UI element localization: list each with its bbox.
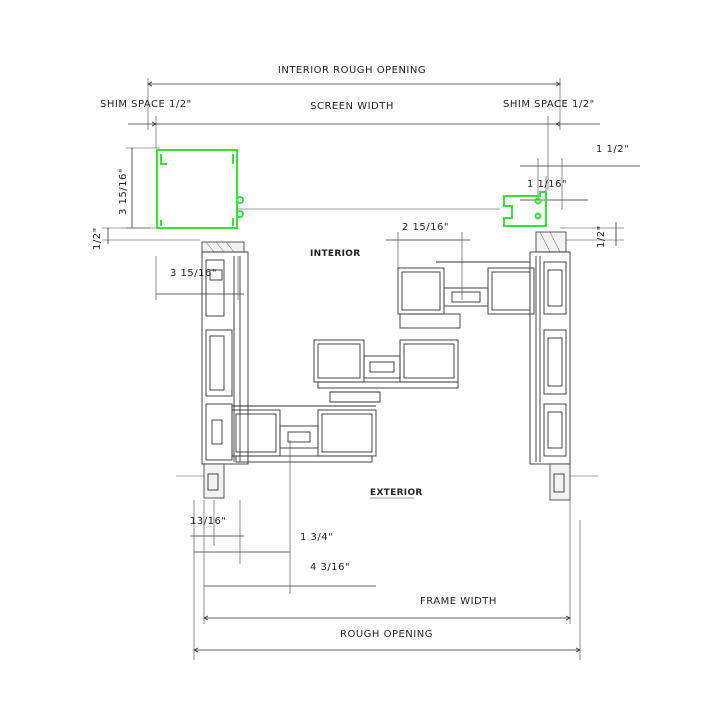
dim-4-3-16-label: 4 3/16"	[310, 562, 350, 573]
left-frame-jamb	[176, 241, 249, 499]
dim-4-3-16: 4 3/16"	[203, 500, 376, 624]
exterior-label: EXTERIOR	[370, 488, 423, 498]
frame-width-dimension: FRAME WIDTH	[203, 500, 571, 624]
shim-space-left-label: SHIM SPACE 1/2"	[100, 99, 192, 110]
interior-rough-opening-label: INTERIOR ROUGH OPENING	[278, 65, 426, 76]
dim-13-16: 13/16"	[190, 500, 244, 546]
screen-width-label: SCREEN WIDTH	[310, 101, 394, 112]
interior-label: INTERIOR	[310, 249, 360, 259]
dim-13-16-label: 13/16"	[190, 516, 226, 527]
dim-half-right-label: 1/2"	[596, 225, 607, 248]
dim-1-1-2-label: 1 1/2"	[596, 144, 629, 155]
right-frame-jamb	[529, 231, 598, 501]
dim-3-15-16-horizontal: 3 15/16"	[155, 256, 244, 300]
dim-2-15-16-label: 2 15/16"	[402, 222, 449, 233]
dim-1-3-4-label: 1 3/4"	[300, 532, 333, 543]
frame-width-label: FRAME WIDTH	[420, 596, 497, 607]
left-vertical-dimension: 3 15/16" 1/2"	[92, 147, 200, 250]
screen-profile-left	[156, 149, 244, 229]
right-vertical-dimension: 1/2"	[560, 222, 624, 248]
shim-space-right-label: SHIM SPACE 1/2"	[503, 99, 595, 110]
rough-opening-dimension: ROUGH OPENING	[193, 520, 581, 660]
screen-width-dimension: SHIM SPACE 1/2" SCREEN WIDTH SHIM SPACE …	[100, 99, 600, 190]
dim-2-15-16: 2 15/16"	[386, 222, 470, 300]
interior-rough-opening-dimension: INTERIOR ROUGH OPENING	[147, 65, 561, 130]
dim-half-left-label: 1/2"	[92, 227, 103, 250]
dim-1-3-4: 1 3/4"	[194, 440, 333, 594]
dim-3-15-16-horizontal-label: 3 15/16"	[170, 268, 217, 279]
dim-3-15-16-vertical-label: 3 15/16"	[118, 168, 129, 215]
right-small-dimensions: 1 1/2" 1 1/16"	[520, 144, 640, 210]
rough-opening-label: ROUGH OPENING	[340, 629, 433, 640]
middle-sash	[313, 339, 459, 403]
left-bottom-sash	[231, 405, 377, 463]
screen-profile-right	[503, 191, 547, 227]
dim-1-1-16-label: 1 1/16"	[527, 179, 567, 190]
upper-right-sash	[397, 261, 535, 329]
